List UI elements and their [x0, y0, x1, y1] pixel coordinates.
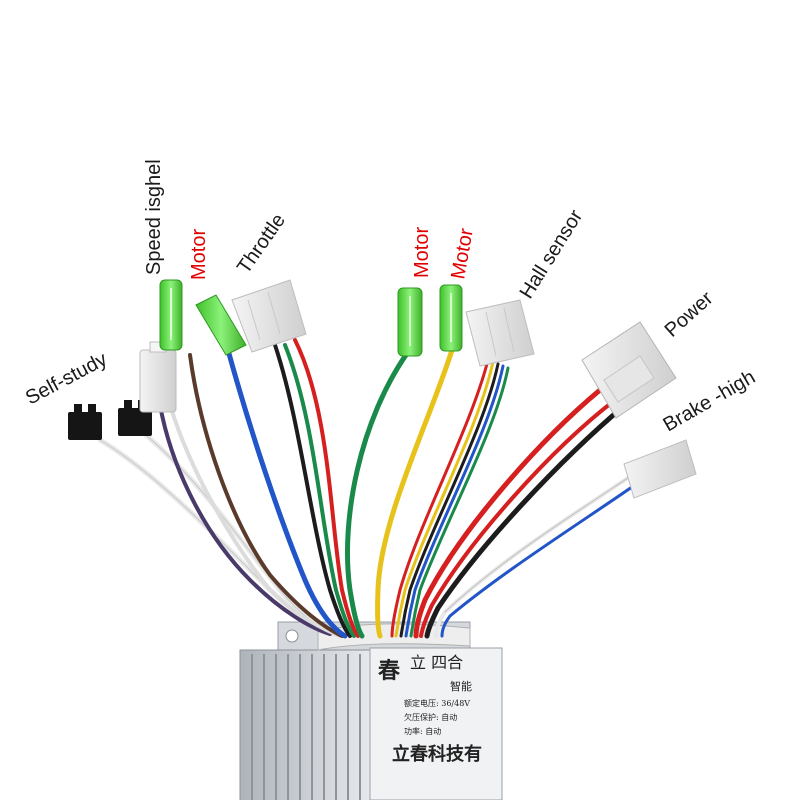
label-self-study: Self-study: [22, 348, 111, 409]
motor-connector-4: [439, 284, 463, 352]
label-motor-3: Motor: [447, 226, 478, 281]
motor-connector-3: [397, 287, 423, 357]
label-speed-signal: Speed isghel: [143, 159, 165, 275]
throttle-plug: [231, 279, 307, 353]
case-char-big: 春: [378, 658, 400, 684]
speed-signal-plug: [139, 341, 177, 413]
self-study-connector-left: [68, 404, 102, 440]
case-line-1: 智能: [450, 679, 472, 693]
case-char-top: 立 四合: [410, 653, 463, 672]
power-plug: [581, 321, 677, 419]
heatsink-fins: [251, 654, 361, 800]
label-hall-sensor: Hall sensor: [516, 206, 588, 303]
case-line-3: 欠压保护: 自动: [404, 712, 457, 722]
case-line-2: 额定电压: 36/48V: [404, 698, 470, 708]
motor-connector-1: [159, 279, 183, 351]
wires: [97, 338, 647, 639]
hall-sensor-plug: [465, 299, 535, 367]
case-line-5: 立春科技有: [392, 743, 482, 765]
brake-high-plug: [623, 439, 697, 499]
label-motor-1: Motor: [188, 229, 210, 280]
label-throttle: Throttle: [233, 210, 290, 278]
case-line-4: 功率: 自动: [404, 726, 441, 736]
label-motor-2: Motor: [411, 227, 433, 278]
label-power: Power: [661, 287, 718, 342]
controller-sticker: [369, 647, 503, 800]
controller-housing: 春 立 四合 智能 额定电压: 36/48V 欠压保护: 自动 功率: 自动 立…: [239, 621, 503, 800]
motor-connector-2: [195, 294, 247, 356]
